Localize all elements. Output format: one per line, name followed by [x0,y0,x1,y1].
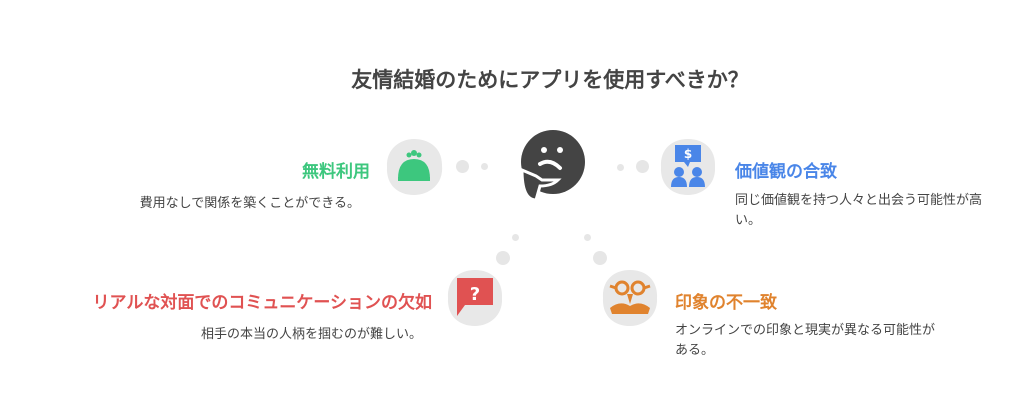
question-bubble-icon: ? [447,270,503,326]
connector-dot [496,251,510,265]
item-description: 費用なしで関係を築くことができる。 [139,196,360,211]
people-money-icon: $ [660,139,716,195]
connector-dot [481,163,488,170]
svg-text:?: ? [470,284,480,305]
item-description: 相手の本当の人柄を掴むのが難しい。 [200,327,422,342]
item-description: オンラインでの印象と現実が異なる可能性がある。 [675,323,936,358]
connector-dot [617,164,624,171]
item-heading: 印象の不一致 [675,293,777,313]
item-description: 同じ価値観を持つ人々と出会う可能性が高い。 [735,193,983,228]
item-heading: 無料利用 [302,162,370,182]
disguise-glasses-icon [602,270,658,326]
connector-dot [636,160,649,173]
connector-dot [593,251,607,265]
thinking-face-icon [520,130,585,202]
connector-dot [456,160,469,173]
coin-purse-icon [386,139,443,195]
svg-text:$: $ [684,147,692,161]
item-heading: 価値観の合致 [735,162,837,182]
connector-dot [512,234,519,241]
connector-dot [584,234,591,241]
page-title: 友情結婚のためにアプリを使用すべきか？ [351,68,749,92]
item-heading: リアルな対面でのコミュニケーションの欠如 [92,293,433,313]
